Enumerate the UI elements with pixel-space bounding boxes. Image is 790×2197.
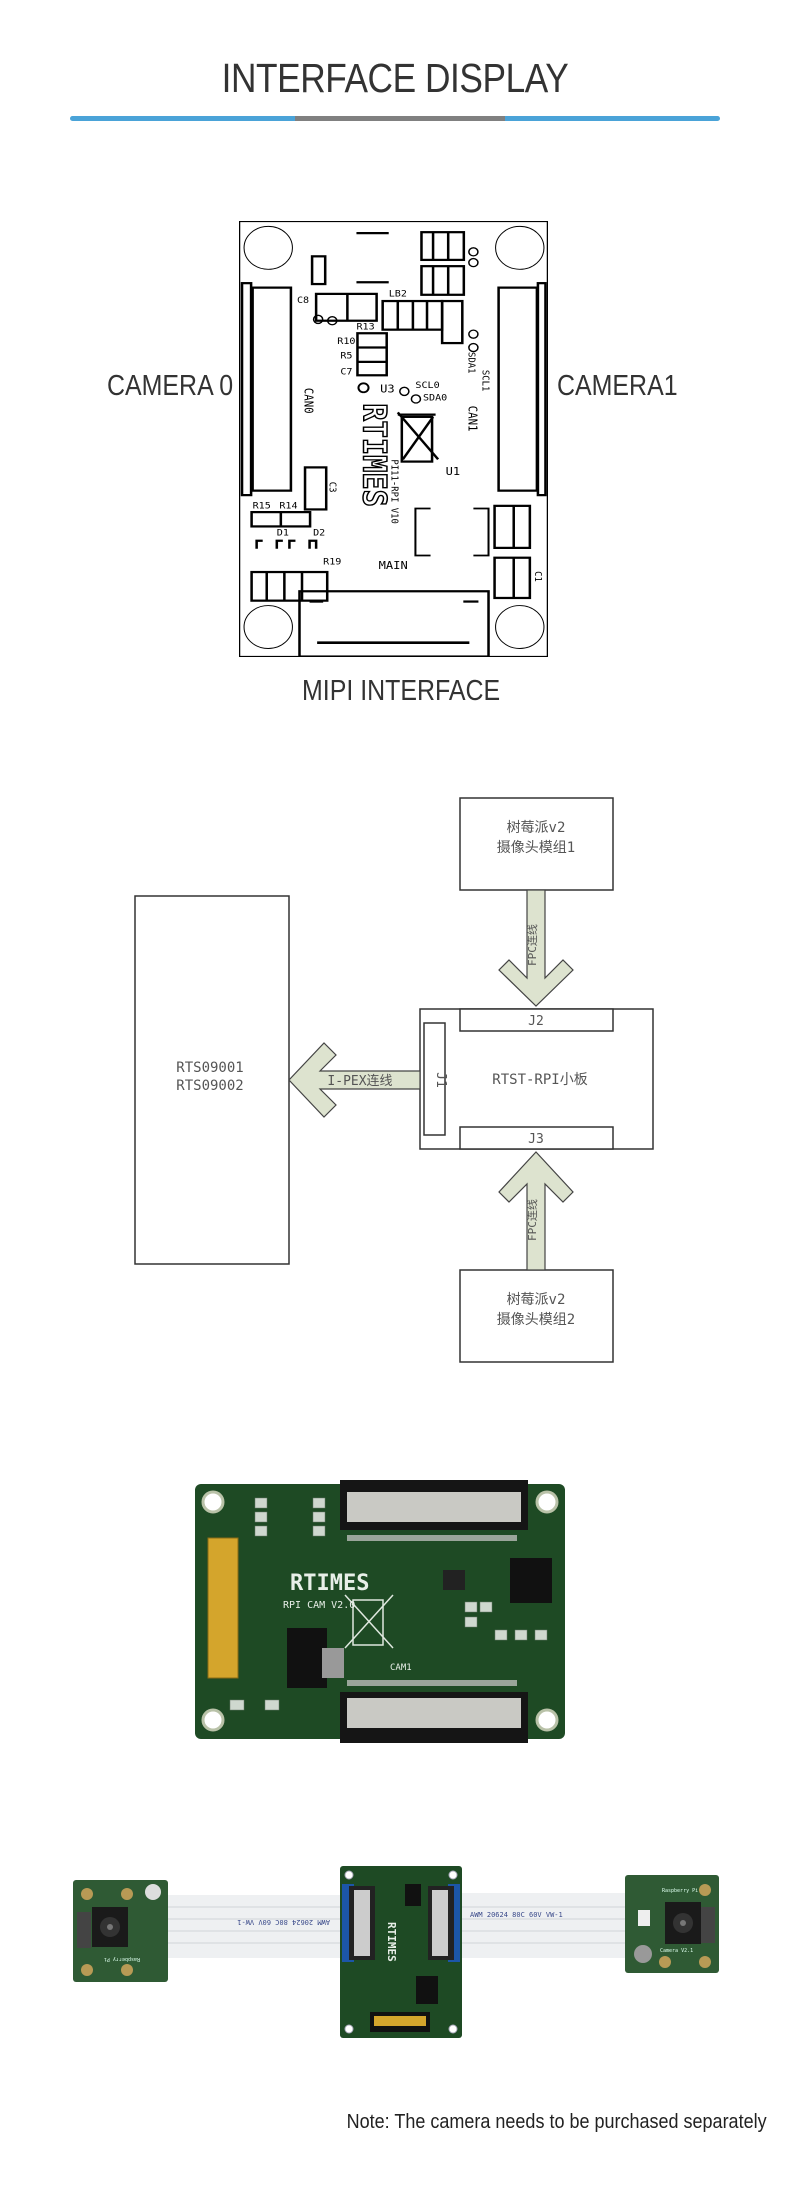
silk-can1: CAN1 [465, 406, 480, 432]
connection-block-diagram: 树莓派v2 摄像头模组1 树莓派v2 摄像头模组2 J2 J3 J1 RTST-… [134, 797, 654, 1363]
ic-u2 [510, 1558, 552, 1603]
camera0-label: CAMERA 0 [107, 370, 234, 402]
fpc-link-label-top: FPC连线 [525, 924, 539, 966]
camera-module-2-box [459, 1269, 614, 1363]
divider-middle-segment [295, 116, 505, 121]
camera-right-model: Camera V2.1 [660, 1948, 693, 1954]
camera-module-1-line2: 摄像头模组1 [497, 840, 575, 856]
silk-c7: C7 [340, 367, 352, 377]
silk-r10: R10 [337, 336, 355, 346]
fpc-link-label-bottom: FPC连线 [525, 1199, 539, 1241]
silk-r15: R15 [253, 501, 271, 511]
ribbon-cable-left [166, 1895, 344, 1958]
camera1-label: CAMERA1 [557, 370, 678, 402]
ipex-connector-j1 [207, 1537, 239, 1679]
camera-module-1-line1: 树莓派v2 [507, 820, 566, 836]
silk-r5: R5 [340, 351, 352, 361]
connector-j3-box [459, 1126, 614, 1150]
board-brand-logo: RTIMES [290, 1571, 369, 1596]
silk-u1: U1 [446, 465, 461, 478]
board-cam-label: CAM1 [390, 1663, 412, 1673]
host-line-1: RTS09001 [176, 1060, 243, 1076]
silk-sda0: SDA0 [423, 393, 448, 403]
silk-can0: CAN0 [301, 388, 316, 414]
connector-j2-box [459, 1008, 614, 1032]
mount-hole [243, 225, 293, 270]
fpc-arrow-up [498, 1151, 574, 1271]
cam1-connector-edge [536, 282, 547, 497]
ribbon-cable-right [462, 1893, 632, 1958]
cam0-connector-edge [240, 282, 253, 497]
silk-lb2: LB2 [389, 289, 407, 299]
title-divider [70, 116, 720, 121]
section-title: INTERFACE DISPLAY [221, 55, 569, 101]
silk-c3: C3 [327, 482, 339, 493]
mount-hole [495, 605, 545, 649]
silk-d1: D1 [277, 528, 289, 538]
silk-r19: R19 [323, 557, 341, 567]
regulator-u1 [287, 1628, 327, 1688]
silk-u3: U3 [380, 382, 395, 395]
silk-scl0: SCL0 [415, 380, 440, 390]
board-photo: RTIMES RPI CAM V2.0 CAM1 [195, 1480, 565, 1743]
silk-sda1: SDA1 [465, 352, 477, 374]
divider-left-segment [70, 116, 295, 121]
connector-j2-label: J2 [528, 1014, 544, 1029]
ipex-link-label: I-PEX连线 [327, 1073, 392, 1089]
silk-scl1: SCL1 [479, 370, 491, 392]
host-board-box [134, 895, 290, 1265]
cable-print-left: AWM 20624 80C 60V VW-1 [237, 1918, 330, 1926]
board-label: RTST-RPI小板 [492, 1072, 587, 1088]
camera-module-2-line1: 树莓派v2 [507, 1292, 566, 1308]
silk-d2: D2 [313, 528, 325, 538]
connector-j3-label: J3 [528, 1132, 544, 1147]
recycle-bin-icon [344, 1594, 394, 1649]
silk-rtimes-logo: RTIMES [355, 403, 392, 506]
mount-hole [243, 605, 293, 649]
assembly-photo: AWM 20624 80C 60V VW-1 AWM 20624 80C 60V… [73, 1866, 719, 2038]
silk-r13: R13 [356, 322, 374, 332]
fpc-arrow-down [498, 889, 574, 1007]
ipex-arrow-left [288, 1042, 421, 1118]
silk-version: PI11-RPI V10 [389, 459, 401, 524]
silk-c8: C8 [297, 295, 309, 305]
host-line-2: RTS09002 [176, 1078, 243, 1094]
silk-c1: C1 [532, 571, 544, 582]
purchase-note: Note: The camera needs to be purchased s… [347, 2111, 767, 2133]
adapter-brand: RTIMES [385, 1922, 398, 1962]
camera-module-2-line2: 摄像头模组2 [497, 1312, 575, 1328]
cable-print-right: AWM 20624 80C 60V VW-1 [470, 1911, 563, 1919]
mipi-connector [298, 590, 490, 657]
cam1-connector [497, 286, 539, 492]
mipi-interface-label: MIPI INTERFACE [302, 675, 501, 707]
connector-j1-box [423, 1022, 446, 1136]
silk-main: MAIN [379, 559, 408, 572]
cam0-connector [251, 286, 293, 492]
board-model-text: RPI CAM V2.0 [283, 1600, 355, 1611]
connector-j1-label: J1 [433, 1072, 448, 1088]
pcb-outline-drawing: CAN0 CAN1 U1 U3 MAIN SCL0 SDA0 SCL1 SDA1… [239, 221, 548, 657]
camera-left-brand: Raspberry Pi [104, 1956, 140, 1962]
rtst-rpi-board-box [419, 1008, 654, 1150]
camera-right-brand: Raspberry Pi [662, 1888, 698, 1894]
mount-hole [495, 225, 545, 270]
divider-right-segment [505, 116, 720, 121]
recycle-bin-icon [396, 411, 440, 463]
silk-r14: R14 [279, 501, 297, 511]
